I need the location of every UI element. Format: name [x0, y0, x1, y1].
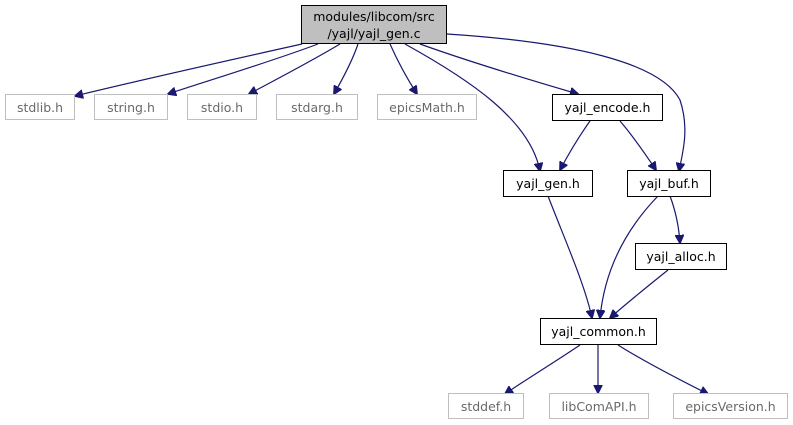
- edge-root-to-epicsmath: [389, 43, 417, 94]
- root-node-yajl-gen-c[interactable]: modules/libcom/src /yajl/yajl_gen.c: [301, 5, 447, 44]
- node-stdlib-h[interactable]: stdlib.h: [5, 94, 75, 120]
- edge-yajl-encode-to-yajl-buf: [619, 120, 656, 170]
- edge-root-to-stdarg: [334, 43, 359, 94]
- node-stdio-h[interactable]: stdio.h: [187, 94, 257, 120]
- node-yajl-alloc-h[interactable]: yajl_alloc.h: [635, 243, 727, 270]
- node-yajl-buf-h[interactable]: yajl_buf.h: [627, 170, 711, 197]
- root-node-path-line-2: /yajl/yajl_gen.c: [327, 25, 421, 41]
- edge-yajl-encode-to-yajl-gen: [560, 120, 591, 170]
- edge-yajl-gen-to-yajl-common: [547, 195, 592, 318]
- node-epicsmath-h[interactable]: epicsMath.h: [377, 94, 477, 120]
- node-epicsversion-h[interactable]: epicsVersion.h: [673, 393, 788, 419]
- node-string-h[interactable]: string.h: [94, 94, 168, 120]
- edge-yajl-buf-to-yajl-common: [600, 195, 659, 318]
- edge-root-to-stdio: [249, 43, 341, 94]
- node-yajl-common-h[interactable]: yajl_common.h: [540, 318, 657, 345]
- edge-root-to-yajl-gen: [404, 43, 540, 171]
- node-yajl-encode-h[interactable]: yajl_encode.h: [552, 94, 663, 121]
- edge-root-to-stdlib: [75, 43, 303, 96]
- node-libcomapi-h[interactable]: libComAPI.h: [549, 393, 649, 419]
- node-yajl-gen-h[interactable]: yajl_gen.h: [503, 170, 593, 197]
- node-stdarg-h[interactable]: stdarg.h: [276, 94, 358, 120]
- edge-root-to-string: [168, 43, 319, 94]
- edge-yajl-alloc-to-yajl-common: [610, 269, 669, 318]
- edge-yajl-common-to-epicsversion: [617, 344, 708, 394]
- edge-root-to-yajl-buf: [446, 33, 686, 171]
- node-stddef-h[interactable]: stddef.h: [448, 393, 524, 419]
- edge-yajl-buf-to-yajl-alloc: [669, 195, 680, 243]
- edge-root-to-yajl-encode: [419, 43, 578, 94]
- edge-yajl-common-to-stddef: [505, 344, 581, 394]
- root-node-path-line-1: modules/libcom/src: [313, 8, 435, 24]
